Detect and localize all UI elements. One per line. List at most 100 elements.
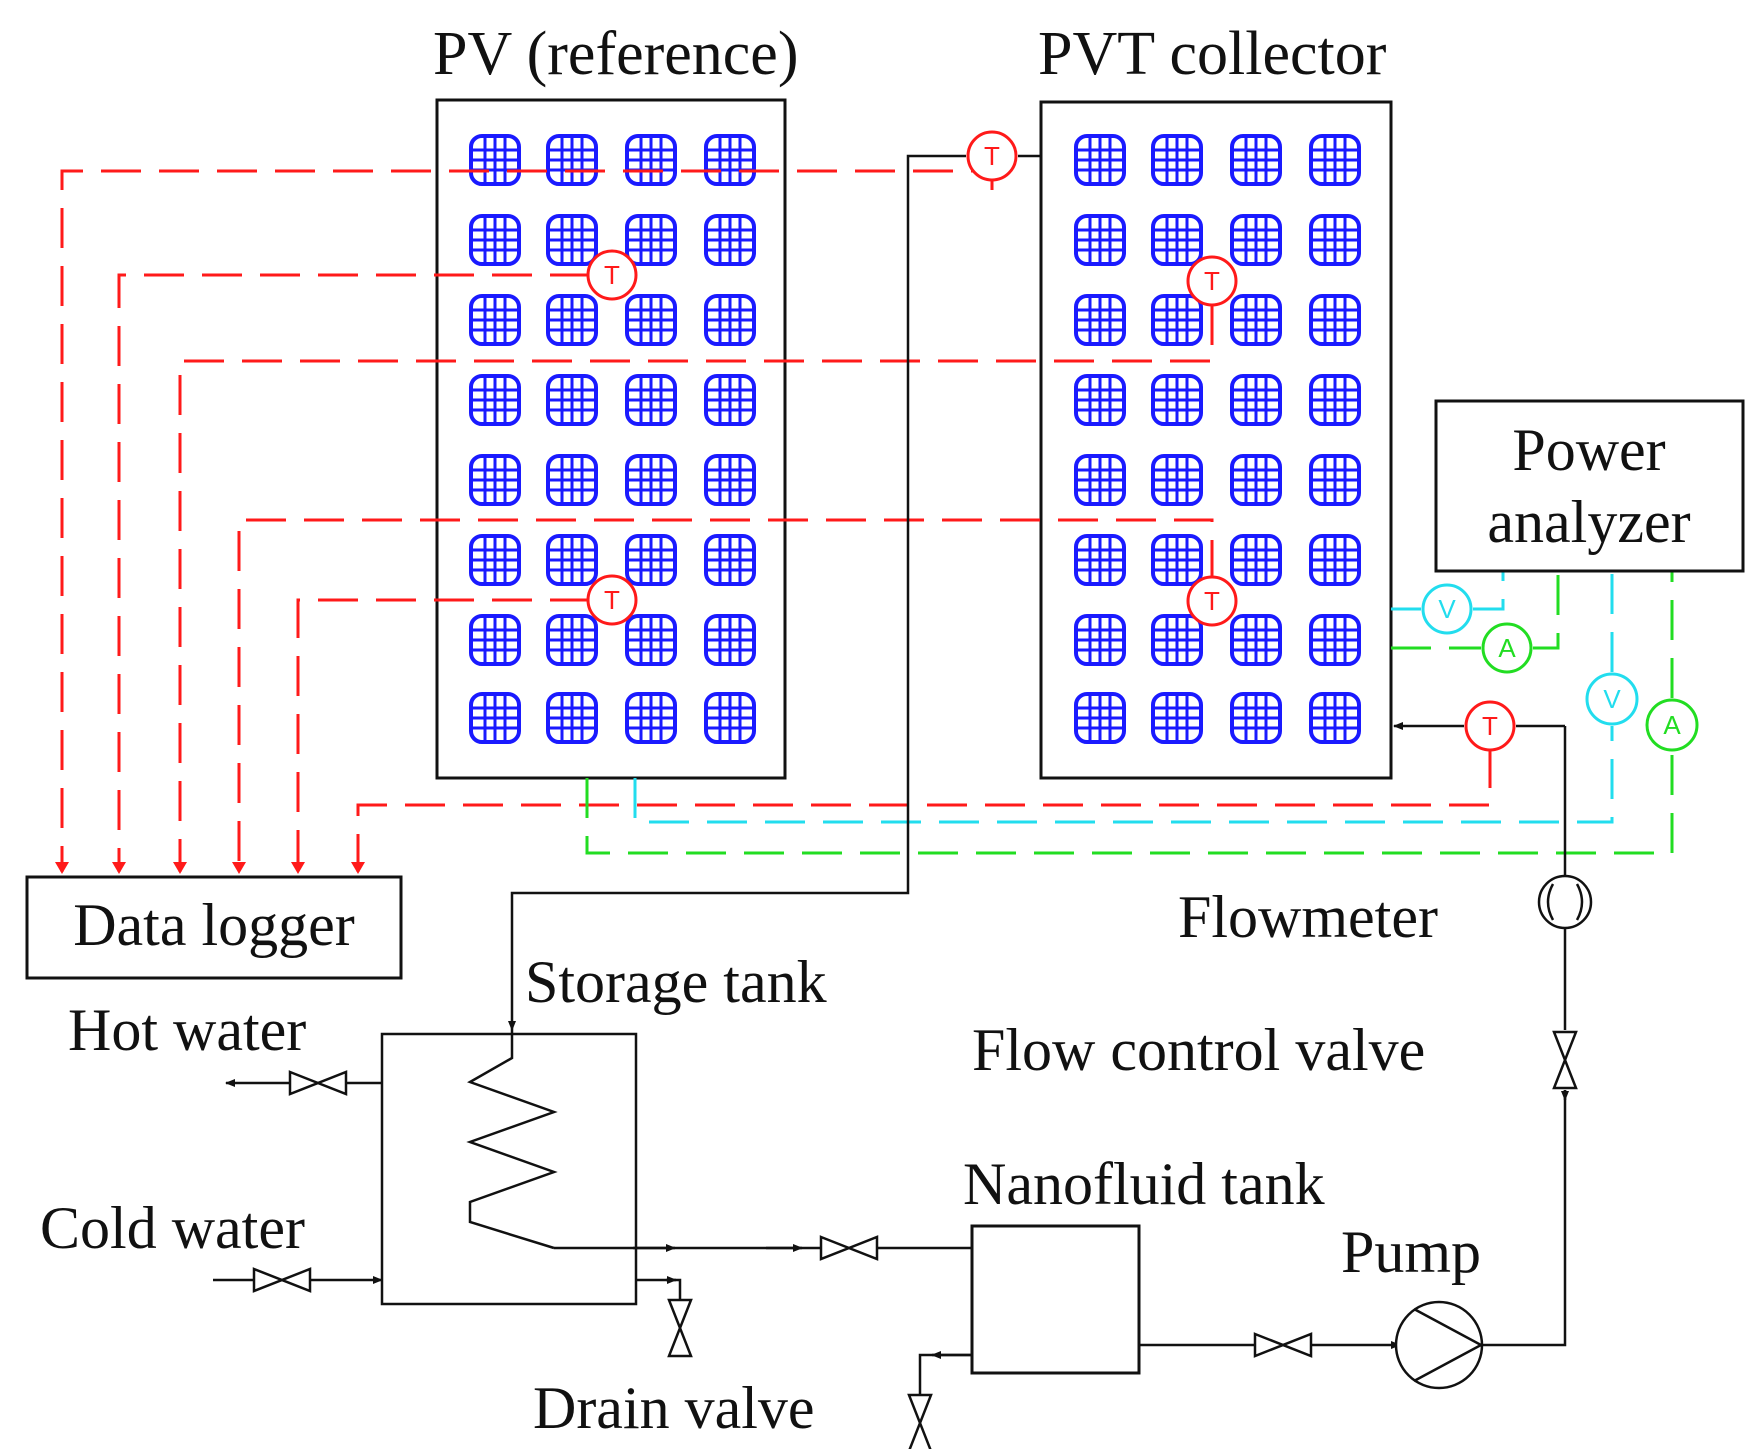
solar-cell [546,534,598,586]
cold-water-label: Cold water [40,1195,305,1261]
hot-water-valve[interactable] [288,1070,348,1096]
storage-tank [380,1032,638,1306]
thermocouple-icon: T [586,249,638,301]
solar-cell [1309,534,1361,586]
svg-text:T: T [1482,711,1498,741]
voltmeter-icon: V [1421,583,1473,635]
solar-cell [625,534,677,586]
solar-cell [625,214,677,266]
solar-cell [704,614,756,666]
solar-cell [704,214,756,266]
data-logger-box [25,875,403,980]
solar-cell [1230,614,1282,666]
solar-cell [704,534,756,586]
nanofluid-tank-label: Nanofluid tank [963,1151,1325,1217]
solar-cell [1151,214,1203,266]
solar-cell [625,614,677,666]
solar-cell [546,374,598,426]
temperature-sensors: T T T T T T [586,130,1516,752]
solar-cell [1074,294,1126,346]
solar-cell [625,454,677,506]
solar-cell [469,134,521,186]
pump-inlet-valve[interactable] [1253,1332,1313,1358]
svg-text:V: V [1603,684,1621,714]
solar-cell [1309,214,1361,266]
solar-cell [704,454,756,506]
solar-cell [546,134,598,186]
solar-cell [546,294,598,346]
solar-cell [1230,294,1282,346]
power-analyzer-label-line2: analyzer [1487,489,1690,555]
svg-text:T: T [604,260,620,290]
solar-cell [1309,692,1361,744]
current-signal-lines [585,571,1674,855]
thermocouple-icon: T [1186,255,1238,307]
solar-cell [1074,214,1126,266]
svg-text:T: T [984,141,1000,171]
solar-cell [1074,692,1126,744]
solar-cell [625,374,677,426]
storage-drain-valve[interactable] [667,1298,693,1358]
nanofluid-drain-valve[interactable] [907,1393,933,1449]
solar-cell [625,134,677,186]
thermocouple-icon: T [586,574,638,626]
svg-text:T: T [1204,586,1220,616]
data-logger-label: Data logger [73,892,355,958]
heat-exchanger-coil [466,1030,558,1250]
voltmeter-icon: V [1585,672,1639,726]
solar-cell [704,134,756,186]
power-analyzer-box [1434,399,1745,573]
solar-cell [1230,534,1282,586]
pv-reference-label: PV (reference) [433,20,798,88]
pump-icon [1394,1300,1484,1390]
solar-cell [1230,214,1282,266]
thermocouple-icon: T [1464,700,1516,752]
solar-cell [1074,614,1126,666]
solar-cell [546,614,598,666]
solar-cell [1074,534,1126,586]
svg-text:T: T [604,585,620,615]
solar-cell [469,294,521,346]
solar-cell [704,692,756,744]
pipe-network [213,154,1569,1395]
voltage-signal-lines [633,571,1614,824]
solar-cell [546,454,598,506]
solar-cell [1230,692,1282,744]
solar-cell [546,214,598,266]
solar-cell [469,534,521,586]
solar-cell [1151,692,1203,744]
solar-cell [1151,134,1203,186]
svg-text:A: A [1663,710,1681,740]
svg-text:A: A [1498,633,1516,663]
solar-cell [704,374,756,426]
tank-outlet-valve[interactable] [819,1235,879,1261]
solar-cell [1309,374,1361,426]
solar-cell [1230,374,1282,426]
ammeter-icon: A [1645,698,1699,752]
solar-cell [469,692,521,744]
solar-cell [1074,134,1126,186]
ammeter-icon: A [1481,622,1533,674]
flowmeter-icon [1537,874,1593,930]
pvt-cell-grid [1074,134,1361,744]
svg-text:T: T [1204,266,1220,296]
solar-cell [469,214,521,266]
nanofluid-tank [970,1224,1141,1375]
solar-cell [546,692,598,744]
solar-cell [1151,294,1203,346]
flow-control-valve-label: Flow control valve [972,1017,1425,1083]
solar-cell [1230,454,1282,506]
pv-reference-panel [435,98,787,780]
hot-water-label: Hot water [68,997,306,1063]
temperature-signal-lines [55,169,1492,874]
flow-control-valve-symbol[interactable] [1552,1030,1578,1090]
solar-cell [1309,294,1361,346]
pvt-collector-panel [1039,100,1393,780]
solar-cell [1074,374,1126,426]
storage-tank-label: Storage tank [525,949,827,1015]
thermocouple-icon: T [966,130,1018,182]
svg-text:V: V [1438,594,1456,624]
cold-water-valve[interactable] [252,1267,312,1293]
pvt-collector-label: PVT collector [1038,20,1387,88]
